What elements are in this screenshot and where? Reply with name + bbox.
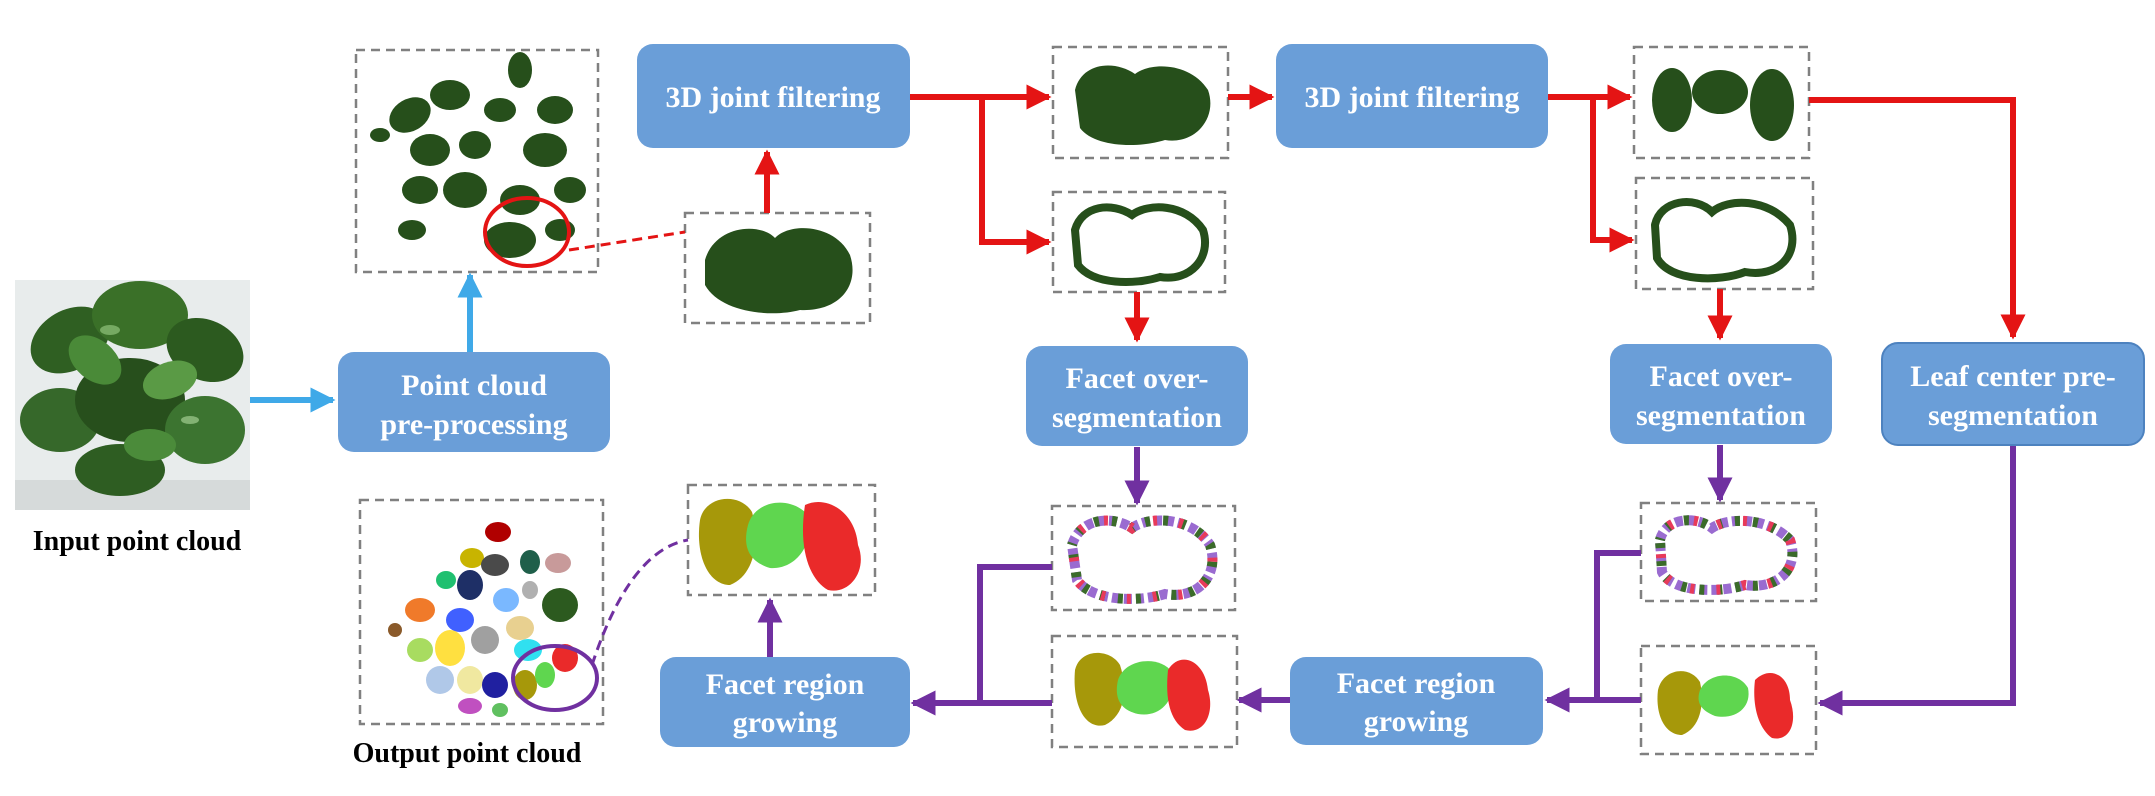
filtered-cloud-2: [1632, 45, 1811, 160]
step-facet-seg1: Facet over- segmentation: [1026, 346, 1248, 446]
step-growing1: Facet region growing: [660, 657, 910, 747]
arrow-segments2-to-growing2: [1594, 550, 1641, 700]
step-facet-seg1-line2: segmentation: [1052, 401, 1222, 434]
step-preprocess-line2: pre-processing: [380, 408, 567, 441]
grown-segments-1: [1050, 634, 1239, 749]
step-filter2-line1: 3D joint filtering: [1305, 81, 1520, 114]
arrow-filter2-to-edge2: [1590, 97, 1635, 253]
input-photo: [15, 280, 250, 510]
step-preprocess: Point cloud pre-processing: [338, 352, 610, 452]
step-growing2-line2: growing: [1364, 705, 1468, 738]
step-preprocess-line1: Point cloud: [401, 369, 547, 402]
edge-cloud-2: [1634, 176, 1815, 291]
step-growing1-line1: Facet region: [706, 668, 865, 701]
facet-segments-2: [1639, 501, 1818, 603]
step-facet-seg1-line1: Facet over-: [1066, 362, 1209, 395]
step-facet-seg2: Facet over- segmentation: [1610, 344, 1832, 444]
input-caption: Input point cloud: [33, 526, 242, 557]
leaf-point-cloud-icon: [370, 52, 586, 258]
arrow-segments1-to-growing1: [977, 564, 1052, 703]
step-filter1-line1: 3D joint filtering: [666, 81, 881, 114]
arrow-leafcenter-to-grown2: [1817, 446, 2016, 716]
step-growing2: Facet region growing: [1290, 657, 1543, 745]
step-leaf-center-line1: Leaf center pre-: [1910, 360, 2115, 393]
filtered-cloud-1: [1051, 45, 1230, 160]
arrow-filtered2-to-leafcenter: [1809, 97, 2026, 340]
step-filter2: 3D joint filtering: [1276, 44, 1548, 148]
zoom-link-red: [568, 230, 686, 252]
grown-zoom: [686, 483, 877, 597]
arrow-filter1-to-edge1: [979, 97, 1052, 255]
step-filter1: 3D joint filtering: [637, 44, 910, 148]
step-leaf-center-line2: segmentation: [1928, 399, 2098, 432]
leaf-cloud-full: [354, 48, 600, 274]
step-leaf-center: Leaf center pre- segmentation: [1881, 342, 2145, 446]
edge-cloud-1: [1051, 190, 1227, 294]
step-growing1-line2: growing: [733, 706, 837, 739]
leaf-zoom: [683, 211, 872, 325]
colored-segments-icon: [388, 522, 578, 717]
step-growing2-line1: Facet region: [1337, 667, 1496, 700]
step-facet-seg2-line1: Facet over-: [1650, 360, 1793, 393]
grown-segments-2: [1639, 644, 1818, 756]
step-facet-seg2-line2: segmentation: [1636, 399, 1806, 432]
output-caption: Output point cloud: [353, 738, 582, 769]
output-cloud: [358, 498, 605, 726]
plant-photo-icon: [20, 281, 245, 496]
zoom-link-purple: [590, 538, 689, 666]
facet-segments-1: [1050, 504, 1237, 612]
